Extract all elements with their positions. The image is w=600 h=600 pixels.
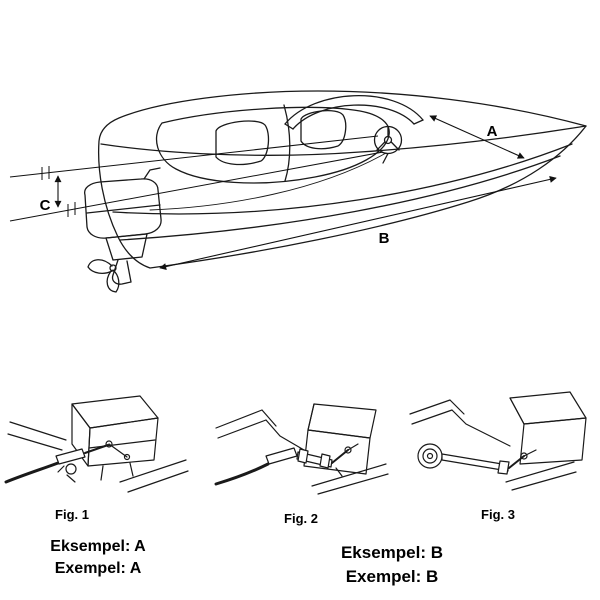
fig2-caption: Fig. 2: [284, 511, 318, 526]
hull-outline: [98, 90, 587, 269]
steering-wheel: [373, 125, 403, 164]
dimension-b-arrow: [159, 175, 557, 271]
fig3-gunwale-lines: [409, 399, 511, 447]
example-b-line2: Exempel: B: [345, 566, 439, 586]
fig1-illustration: [4, 395, 189, 493]
spray-rail-line: [112, 143, 573, 215]
fig3-motor-cowl: [509, 391, 587, 465]
propeller: [87, 259, 120, 293]
dimension-b-label: B: [379, 230, 390, 247]
fig2-deck-lines: [311, 463, 389, 495]
example-b-line1: Eksempel: B: [340, 543, 444, 562]
example-a-line2: Exempel: A: [54, 560, 142, 578]
tick-marks-lower: [67, 202, 76, 217]
fig1-caption: Fig. 1: [55, 507, 89, 522]
dimension-a-label: A: [487, 123, 498, 140]
example-a-line1: Eksempel: A: [50, 538, 146, 555]
fig3-caption: Fig. 3: [481, 507, 515, 522]
fig3-deck-lines: [505, 461, 577, 491]
fig2-steering-cable: [214, 443, 359, 486]
fig2-gunwale-lines: [215, 409, 305, 451]
fig2-illustration: [214, 403, 389, 495]
fig1-motor-cowl: [71, 395, 159, 481]
fig1-deck-lines: [119, 459, 189, 493]
dimension-lines: [54, 115, 557, 271]
rear-seat: [215, 120, 270, 166]
tick-marks-upper: [41, 166, 50, 180]
cockpit: [155, 104, 390, 184]
fig1-gunwale-lines: [7, 421, 67, 451]
dimension-a-arrow: [429, 115, 525, 159]
outboard-motor: [84, 167, 162, 293]
boat-illustration: [84, 90, 587, 293]
fig3-through-tube-steering: [417, 443, 537, 475]
fig1-steering-cable: [4, 440, 131, 484]
deck-edge: [100, 125, 587, 156]
front-seat: [300, 109, 347, 150]
dimension-c-label: C: [40, 197, 51, 214]
example-b-caption: Eksempel: B Exempel: B: [288, 541, 496, 589]
windshield: [284, 95, 424, 130]
example-a-caption: Eksempel: A Exempel: A: [18, 536, 178, 581]
fig3-illustration: [409, 391, 587, 491]
